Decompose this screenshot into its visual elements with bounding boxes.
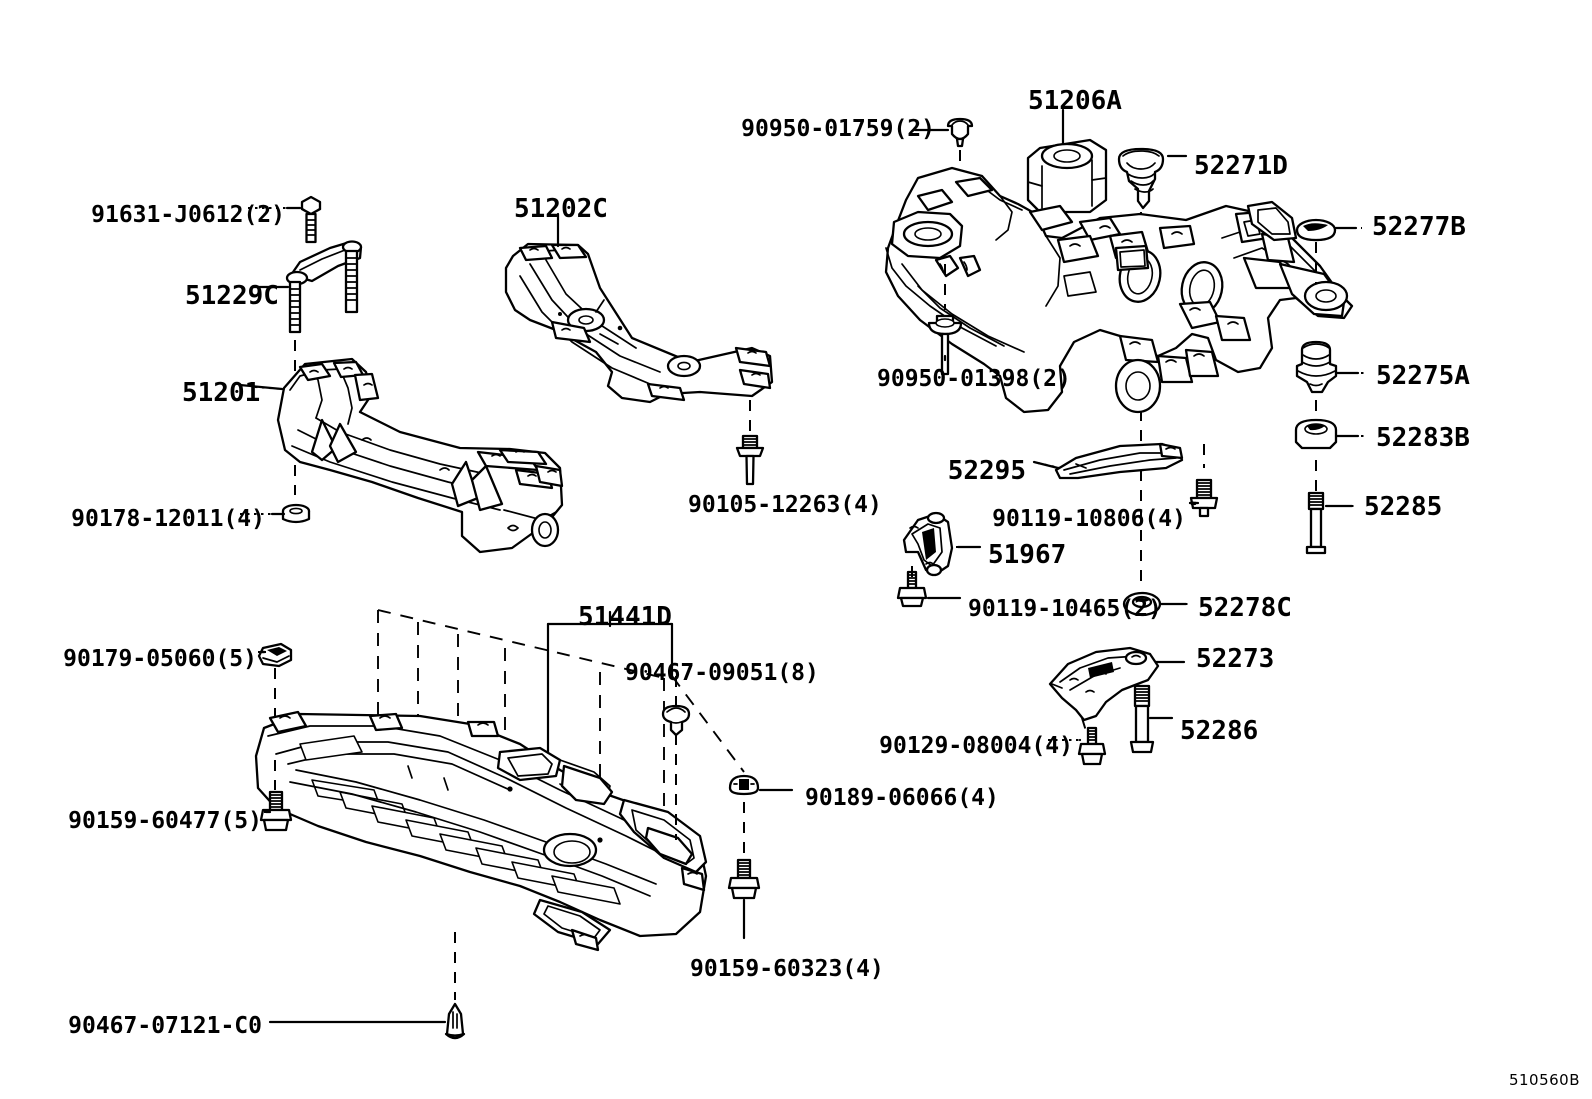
part-90950-01759 <box>946 117 974 148</box>
part-label-52285[interactable]: 52285 <box>1364 492 1443 522</box>
part-label-51967[interactable]: 51967 <box>988 540 1067 570</box>
part-label-51201[interactable]: 51201 <box>182 378 261 408</box>
part-label-51206a[interactable]: 51206A <box>1028 86 1122 116</box>
part-90119-10806 <box>1189 478 1219 518</box>
part-label-90105-12263[interactable]: 90105-12263(4) <box>688 492 882 518</box>
part-label-90119-10806[interactable]: 90119-10806(4) <box>992 506 1186 532</box>
part-52295 <box>1054 442 1184 480</box>
part-label-52278c[interactable]: 52278C <box>1198 593 1292 623</box>
part-label-90129-08004[interactable]: 90129-08004(4) <box>879 733 1073 759</box>
part-90467-09051 <box>661 704 691 737</box>
part-91631-J0612 <box>300 195 322 244</box>
part-label-90178-12011[interactable]: 90178-12011(4) <box>71 506 265 532</box>
part-label-52286[interactable]: 52286 <box>1180 716 1259 746</box>
part-51441D <box>254 710 708 952</box>
part-label-51202c[interactable]: 51202C <box>514 194 608 224</box>
part-90467-07121-C0 <box>444 1002 466 1040</box>
part-52283B <box>1294 418 1338 450</box>
part-label-52275a[interactable]: 52275A <box>1376 361 1470 391</box>
part-label-90467-07121-c0[interactable]: 90467-07121-C0 <box>68 1013 262 1039</box>
part-label-90159-60323[interactable]: 90159-60323(4) <box>690 956 884 982</box>
part-label-52295[interactable]: 52295 <box>947 456 1026 486</box>
part-label-52277b[interactable]: 52277B <box>1372 212 1466 242</box>
part-51206A-frame <box>884 166 1354 414</box>
part-52275A <box>1295 340 1338 394</box>
figure-code: 510560B <box>1508 1071 1580 1089</box>
part-label-90950-01398[interactable]: 90950-01398(2) <box>877 366 1071 392</box>
part-52273 <box>1048 646 1160 722</box>
part-51206A <box>1026 138 1108 214</box>
part-90179-05060 <box>257 642 293 668</box>
part-label-52283b[interactable]: 52283B <box>1376 423 1470 453</box>
part-52271D <box>1117 147 1165 210</box>
part-label-90119-10465[interactable]: 90119-10465(2) <box>968 596 1162 622</box>
part-label-52271d[interactable]: 52271D <box>1194 151 1288 181</box>
part-90119-10465 <box>896 570 928 608</box>
part-51202C <box>504 242 774 404</box>
part-label-90159-60477[interactable]: 90159-60477(5) <box>68 808 262 834</box>
part-label-90179-05060[interactable]: 90179-05060(5) <box>63 646 257 672</box>
part-52285 <box>1305 491 1327 555</box>
part-51229C <box>285 240 363 334</box>
part-label-90467-09051[interactable]: 90467-09051(8) <box>625 660 819 686</box>
part-90129-08004 <box>1077 726 1107 766</box>
part-51967 <box>902 511 954 577</box>
part-90189-06066 <box>728 774 760 796</box>
part-label-90189-06066[interactable]: 90189-06066(4) <box>805 785 999 811</box>
part-90178-12011 <box>281 503 311 524</box>
part-label-91631-j0612[interactable]: 91631-J0612(2) <box>91 202 285 228</box>
part-label-51229c[interactable]: 51229C <box>185 281 279 311</box>
part-51201 <box>276 357 564 554</box>
part-52277B <box>1295 218 1337 242</box>
part-label-90950-01759[interactable]: 90950-01759(2) <box>741 116 935 142</box>
part-90105-12263 <box>735 434 765 486</box>
part-90159-60323 <box>727 858 761 900</box>
part-label-52273[interactable]: 52273 <box>1196 644 1275 674</box>
leader-51201 <box>238 383 284 391</box>
part-90950-01398 <box>927 314 963 376</box>
part-label-51441d[interactable]: 51441D <box>578 602 672 632</box>
part-52278C <box>1122 591 1162 617</box>
part-52286 <box>1129 684 1155 754</box>
